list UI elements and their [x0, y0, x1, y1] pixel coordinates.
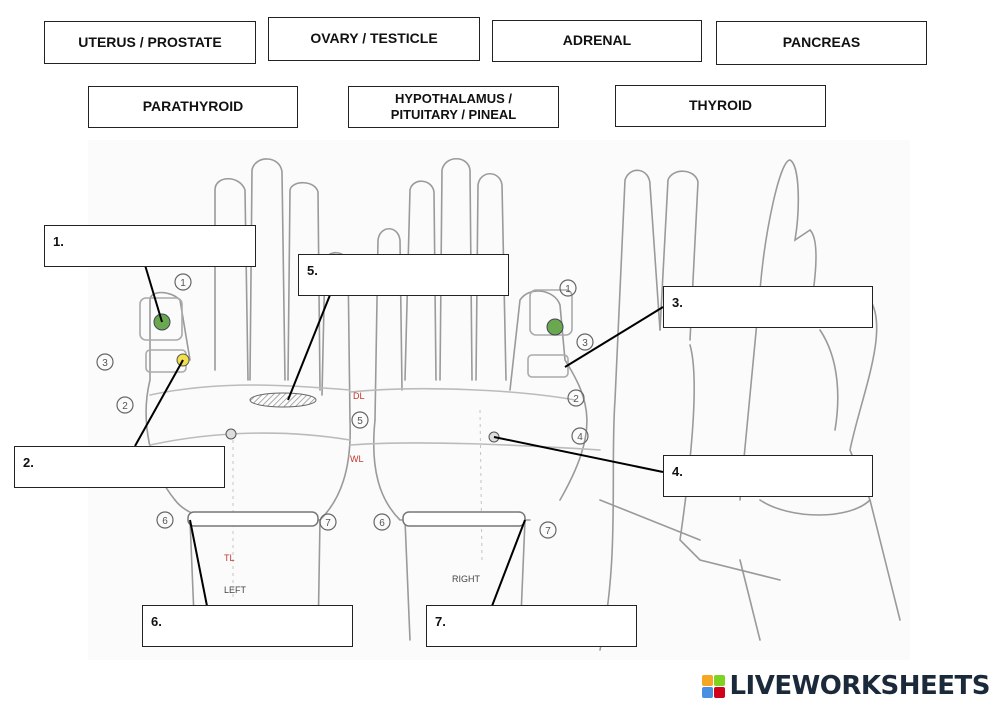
label-tl: TL	[224, 553, 235, 563]
answer-box-3[interactable]: 3.	[663, 286, 873, 328]
circle-number: 3	[102, 358, 108, 369]
answer-number: 5.	[307, 263, 318, 278]
word-adrenal[interactable]: ADRENAL	[492, 20, 702, 62]
answer-box-2[interactable]: 2.	[14, 446, 225, 488]
label-right: RIGHT	[452, 574, 481, 584]
answer-box-4[interactable]: 4.	[663, 455, 873, 497]
circle-number: 3	[582, 338, 588, 349]
word-thyroid[interactable]: THYROID	[615, 85, 826, 127]
brand-logo-icon	[702, 674, 726, 698]
answer-number: 2.	[23, 455, 34, 470]
circle-number: 4	[577, 432, 583, 443]
label-dl: DL	[353, 391, 365, 401]
circle-number: 6	[379, 518, 385, 529]
circle-number: 2	[122, 401, 128, 412]
answer-box-6[interactable]: 6.	[142, 605, 353, 647]
answer-number: 7.	[435, 614, 446, 629]
answer-number: 6.	[151, 614, 162, 629]
answer-number: 4.	[672, 464, 683, 479]
circle-number: 7	[545, 526, 551, 537]
answer-box-5[interactable]: 5.	[298, 254, 509, 296]
label-left: LEFT	[224, 585, 247, 595]
circle-number: 2	[573, 394, 579, 405]
circle-number: 6	[162, 516, 168, 527]
word-parathyroid[interactable]: PARATHYROID	[88, 86, 298, 128]
word-pancreas[interactable]: PANCREAS	[716, 21, 927, 65]
brand-logo: LIVEWORKSHEETS	[702, 671, 990, 701]
circle-number: 1	[565, 284, 571, 295]
word-ovary-testicle[interactable]: OVARY / TESTICLE	[268, 17, 480, 61]
answer-box-1[interactable]: 1.	[44, 225, 256, 267]
brand-name: LIVEWORKSHEETS	[729, 671, 990, 701]
answer-number: 3.	[672, 295, 683, 310]
label-wl: WL	[350, 454, 364, 464]
word-hypothalamus-pituitary-pineal[interactable]: HYPOTHALAMUS / PITUITARY / PINEAL	[348, 86, 559, 128]
circle-number: 1	[180, 278, 186, 289]
answer-box-7[interactable]: 7.	[426, 605, 637, 647]
answer-number: 1.	[53, 234, 64, 249]
circle-number: 5	[357, 416, 363, 427]
circle-number: 7	[325, 518, 331, 529]
word-uterus-prostate[interactable]: UTERUS / PROSTATE	[44, 21, 256, 64]
